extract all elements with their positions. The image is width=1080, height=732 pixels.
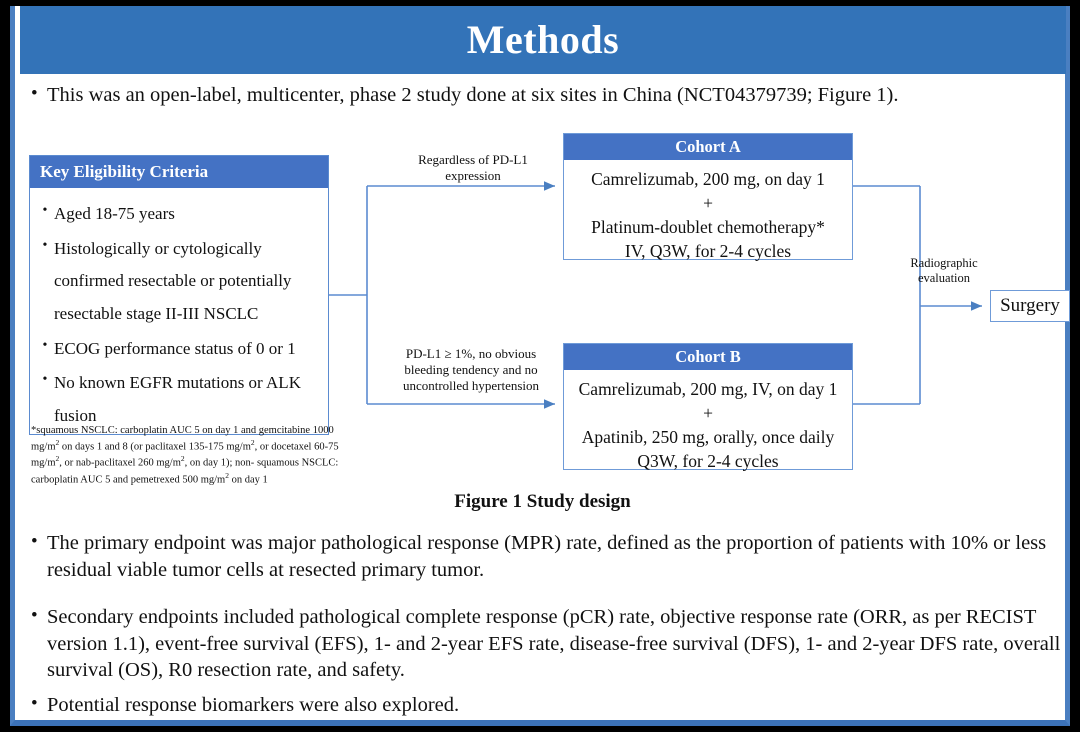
bullet-marker-icon: • [31,605,38,626]
footnote-line-2c: , or nab-paclitaxel 260 mg/m [59,457,181,469]
footnote-line-1b: on days 1 and 8 (or [59,441,143,453]
cohort-b-line-1: Camrelizumab, 200 mg, IV, on day 1 [578,379,838,399]
bullet-primary-endpoint-text: The primary endpoint was major pathologi… [47,532,1047,581]
surgery-label: Surgery [1000,295,1060,316]
eligibility-box-title: Key Eligibility Criteria [30,156,328,188]
eligibility-list: • Aged 18-75 years • Histologically or c… [30,188,328,432]
footnote-sup: 2 [180,454,185,464]
bullet-intro: • This was an open-label, multicenter, p… [31,82,1061,109]
connector-label-line: Regardless of PD-L1 [418,152,528,167]
footnote-line-1a: *squamous NSCLC: carboplatin AUC 5 on da… [31,425,334,453]
slide-canvas: Methods • This was an open-label, multic… [10,6,1070,726]
cohort-a-line-3: Platinum-doublet chemotherapy* [591,217,825,238]
bullet-marker-icon: • [42,337,48,353]
footnote-line-2a: paclitaxel 135-175 mg/m [145,441,251,453]
connector-label-line: Radiographic [910,256,978,270]
bullet-biomarkers: • Potential response biomarkers were als… [31,692,1061,719]
bullet-secondary-endpoints-text: Secondary endpoints included pathologica… [47,606,1061,682]
cohort-a-line-4: IV, Q3W, for 2-4 cycles [624,241,792,262]
cohort-b-line-3: Apatinib, 250 mg, orally, once daily [581,427,835,448]
bullet-biomarkers-text: Potential response biomarkers were also … [47,694,460,716]
eligibility-item-text: No known EGFR mutations or ALK fusion [54,373,301,425]
surgery-box: Surgery [990,290,1070,322]
bullet-marker-icon: • [31,83,38,104]
footnote-line-3b: on day 1 [228,474,268,486]
footnote-sup: 2 [55,454,60,464]
eligibility-item-text: Aged 18-75 years [54,204,175,223]
footnote-line-2d: , on day 1); non- [184,457,255,469]
figure-caption: Figure 1 Study design [454,491,631,512]
footnote-line-3a: squamous NSCLC: carboplatin AUC 5 and pe… [31,457,339,486]
bullet-marker-icon: • [31,531,38,552]
bullet-secondary-endpoints: • Secondary endpoints included pathologi… [31,604,1061,684]
flow-connectors [329,181,982,409]
connector-label-surgery: Radiographic evaluation [889,256,999,287]
cohort-a-line-1: Camrelizumab, 200 mg, on day 1 [591,169,825,189]
study-design-figure: Key Eligibility Criteria • Aged 18-75 ye… [15,124,1070,514]
cohort-a-plus: + [703,193,713,214]
bullet-marker-icon: • [42,203,48,218]
cohort-b-box: Cohort B Camrelizumab, 200 mg, IV, on da… [563,343,853,471]
cohort-b-plus: + [703,403,713,424]
bullet-marker-icon: • [31,693,38,714]
list-item: • Histologically or cytologically confir… [36,233,320,331]
footnote-sup: 2 [55,437,60,447]
cohort-b-line-4: Q3W, for 2-4 cycles [637,451,779,472]
bullet-primary-endpoint: • The primary endpoint was major patholo… [31,530,1061,583]
bullet-marker-icon: • [42,237,48,253]
bullet-intro-text: This was an open-label, multicenter, pha… [47,84,899,106]
connector-label-line: uncontrolled hypertension [402,377,540,393]
footnote-sup: 2 [225,470,229,480]
cohort-b-title: Cohort B [564,344,852,370]
connector-label-cohort-a: Regardless of PD-L1 expression [383,152,563,184]
connector-label-line: evaluation [917,271,971,286]
list-item: • No known EGFR mutations or ALK fusion [36,367,320,432]
bullet-marker-icon: • [42,372,48,388]
page-title: Methods [466,17,620,62]
cohort-a-body: Camrelizumab, 200 mg, on day 1 + Platinu… [564,160,852,272]
cohort-a-title: Cohort A [564,134,852,160]
footnote-sup: 2 [250,437,255,447]
connector-label-cohort-b: PD-L1 ≥ 1%, no obvious bleeding tendency… [373,346,569,394]
eligibility-item-text: ECOG performance status of 0 or 1 [54,338,296,358]
list-item: • ECOG performance status of 0 or 1 [36,333,320,366]
figure-footnote: *squamous NSCLC: carboplatin AUC 5 on da… [31,424,353,487]
list-item: • Aged 18-75 years [36,198,320,231]
footnote-line-2b: , or docetaxel 60-75 mg/m [31,441,339,469]
connector-label-line: expression [445,167,501,183]
cohort-b-body: Camrelizumab, 200 mg, IV, on day 1 + Apa… [564,370,852,482]
cohort-a-box: Cohort A Camrelizumab, 200 mg, on day 1 … [563,133,853,261]
connector-label-line: bleeding tendency and no [404,361,538,377]
connector-label-line: PD-L1 ≥ 1%, no obvious [405,346,537,361]
eligibility-criteria-box: Key Eligibility Criteria • Aged 18-75 ye… [29,155,329,435]
eligibility-item-text: Histologically or cytologically confirme… [54,238,292,323]
slide-header-band: Methods [20,6,1066,74]
